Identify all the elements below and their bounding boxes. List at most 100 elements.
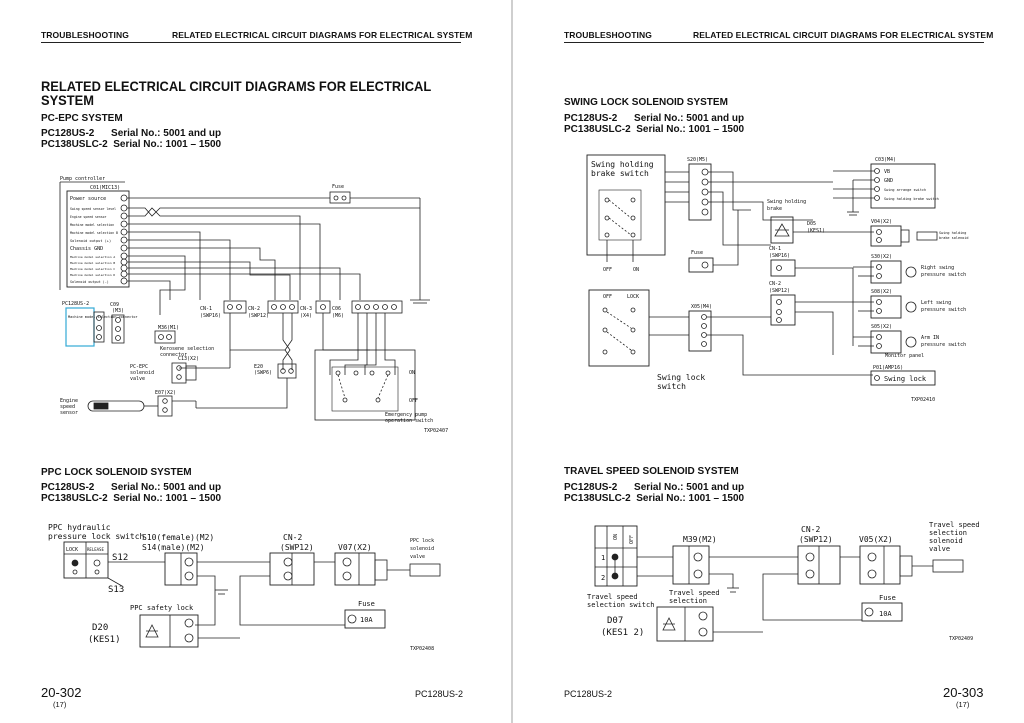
label: Monitor panel	[885, 353, 924, 359]
label: Swing lock	[884, 375, 927, 383]
label: Swing holding	[767, 199, 806, 205]
label: (KES1 2)	[601, 628, 644, 638]
label: Left swing	[921, 300, 951, 306]
header-rule	[41, 42, 461, 43]
label: S12	[112, 553, 128, 563]
label: M36(M1)	[158, 325, 179, 331]
label: C06	[332, 306, 341, 312]
label: S13	[108, 585, 124, 595]
label: (SWP12)	[769, 288, 790, 294]
label: Power source	[70, 196, 106, 202]
book-spine	[511, 0, 513, 723]
label: Machine model selection connector	[68, 315, 138, 319]
label: speed	[60, 404, 75, 410]
label: connector	[160, 352, 187, 358]
diagram-code: TXP02407	[424, 428, 448, 434]
header-rule	[564, 42, 984, 43]
main-title-line1: RELATED ELECTRICAL CIRCUIT DIAGRAMS FOR …	[41, 78, 432, 94]
label: PPC hydraulic	[48, 523, 111, 532]
page-sub: (17)	[956, 700, 970, 709]
row-2: 2	[601, 574, 605, 582]
label: operation switch	[385, 418, 433, 424]
label: OFF	[409, 398, 418, 404]
label: (SWP16)	[769, 253, 790, 259]
serial-number: Serial No.: 5001 and up	[634, 113, 745, 124]
serial-line: PC138USLC-2 Serial No.: 1001 – 1500	[564, 124, 744, 135]
label: V04(X2)	[871, 219, 892, 225]
label: valve	[130, 376, 145, 382]
serial-number: Serial No.: 1001 – 1500	[113, 493, 222, 504]
label: S08(X2)	[871, 289, 892, 295]
label: valve	[410, 554, 425, 560]
label: M39(M2)	[683, 535, 717, 544]
serial-line: PC128US-2 Serial No.: 5001 and up	[564, 482, 744, 493]
label: Kerosene selection	[160, 346, 214, 352]
serial-number: Serial No.: 5001 and up	[634, 482, 745, 493]
label: solenoid	[410, 546, 434, 552]
model-name: PC138USLC-2	[564, 124, 631, 135]
label: C09	[110, 302, 119, 308]
label: brake solenoid	[939, 236, 969, 240]
left-page: TROUBLESHOOTING RELATED ELECTRICAL CIRCU…	[0, 0, 511, 723]
label: Machine model selection B	[70, 261, 115, 265]
label: V05(X2)	[859, 535, 893, 544]
right-page: TROUBLESHOOTING RELATED ELECTRICAL CIRCU…	[513, 0, 1024, 723]
serial-line: PC138USLC-2 Serial No.: 1001 – 1500	[41, 493, 221, 504]
model-name: PC138USLC-2	[41, 493, 108, 504]
diagram-code: TXP02409	[949, 636, 973, 642]
row-1: 1	[601, 554, 605, 562]
label: PC128US-2	[62, 301, 89, 307]
label: (KES1)	[807, 228, 825, 234]
label: solenoid	[130, 370, 154, 376]
serial-line: PC128US-2 Serial No.: 5001 and up	[564, 113, 744, 124]
label: (X4)	[300, 313, 312, 319]
label: ON	[409, 370, 415, 376]
label: PPC lock	[410, 538, 434, 544]
label: C01(MIC13)	[90, 185, 120, 191]
label: selection switch	[587, 601, 654, 609]
header-left: TROUBLESHOOTING	[41, 30, 129, 40]
diagram-code: TXP02408	[410, 646, 434, 652]
label: Right swing	[921, 265, 954, 271]
label: Emergency pump	[385, 412, 427, 418]
c01-pins	[120, 194, 128, 285]
label: Travel speed	[929, 521, 980, 529]
label: Fuse	[691, 250, 703, 256]
label: Solenoid output (+)	[70, 239, 111, 243]
model-name: PC138USLC-2	[41, 139, 108, 150]
label: pressure switch	[921, 272, 966, 278]
label: (KES1)	[88, 635, 121, 645]
label: GND	[884, 178, 893, 184]
label: Arm IN	[921, 335, 939, 341]
model-footer: PC128US-2	[415, 689, 464, 699]
label: Machine model selection	[70, 223, 114, 227]
label: VB	[884, 169, 890, 175]
label: CN-2	[248, 306, 260, 312]
label: LOCK	[627, 294, 639, 300]
serial-number: Serial No.: 5001 and up	[111, 482, 222, 493]
label: (M6)	[332, 313, 344, 319]
label: (SWP6)	[254, 370, 272, 376]
label: S05(X2)	[871, 324, 892, 330]
label: Machine model selection B	[70, 231, 118, 235]
label: ON	[633, 267, 639, 273]
section-title: TRAVEL SPEED SOLENOID SYSTEM	[564, 466, 739, 477]
label: Swing arrange switch	[884, 188, 926, 192]
model-name: PC128US-2	[564, 482, 618, 493]
label: E20	[254, 364, 263, 370]
label: PPC safety lock	[130, 604, 194, 612]
section-title: SWING LOCK SOLENOID SYSTEM	[564, 97, 728, 108]
label: OFF	[629, 535, 635, 544]
label: (SWP12)	[280, 543, 314, 552]
label: Machine model selection A	[70, 255, 115, 259]
label: C13(X2)	[178, 356, 199, 362]
model-name: PC128US-2	[41, 482, 95, 493]
travel-speed-diagram: 1 2 ON OFF Travel speed selection switch…	[587, 521, 980, 642]
serial-number: Serial No.: 1001 – 1500	[636, 124, 745, 135]
label: RELEASE	[87, 547, 104, 552]
label: S10(female)(M2)	[142, 533, 214, 542]
label: OFF	[603, 294, 612, 300]
header-left: TROUBLESHOOTING	[564, 30, 652, 40]
pc-epc-diagram: Pump controller C01(MIC13) Power source …	[59, 176, 448, 434]
label: Engine speed sensor	[70, 215, 107, 219]
